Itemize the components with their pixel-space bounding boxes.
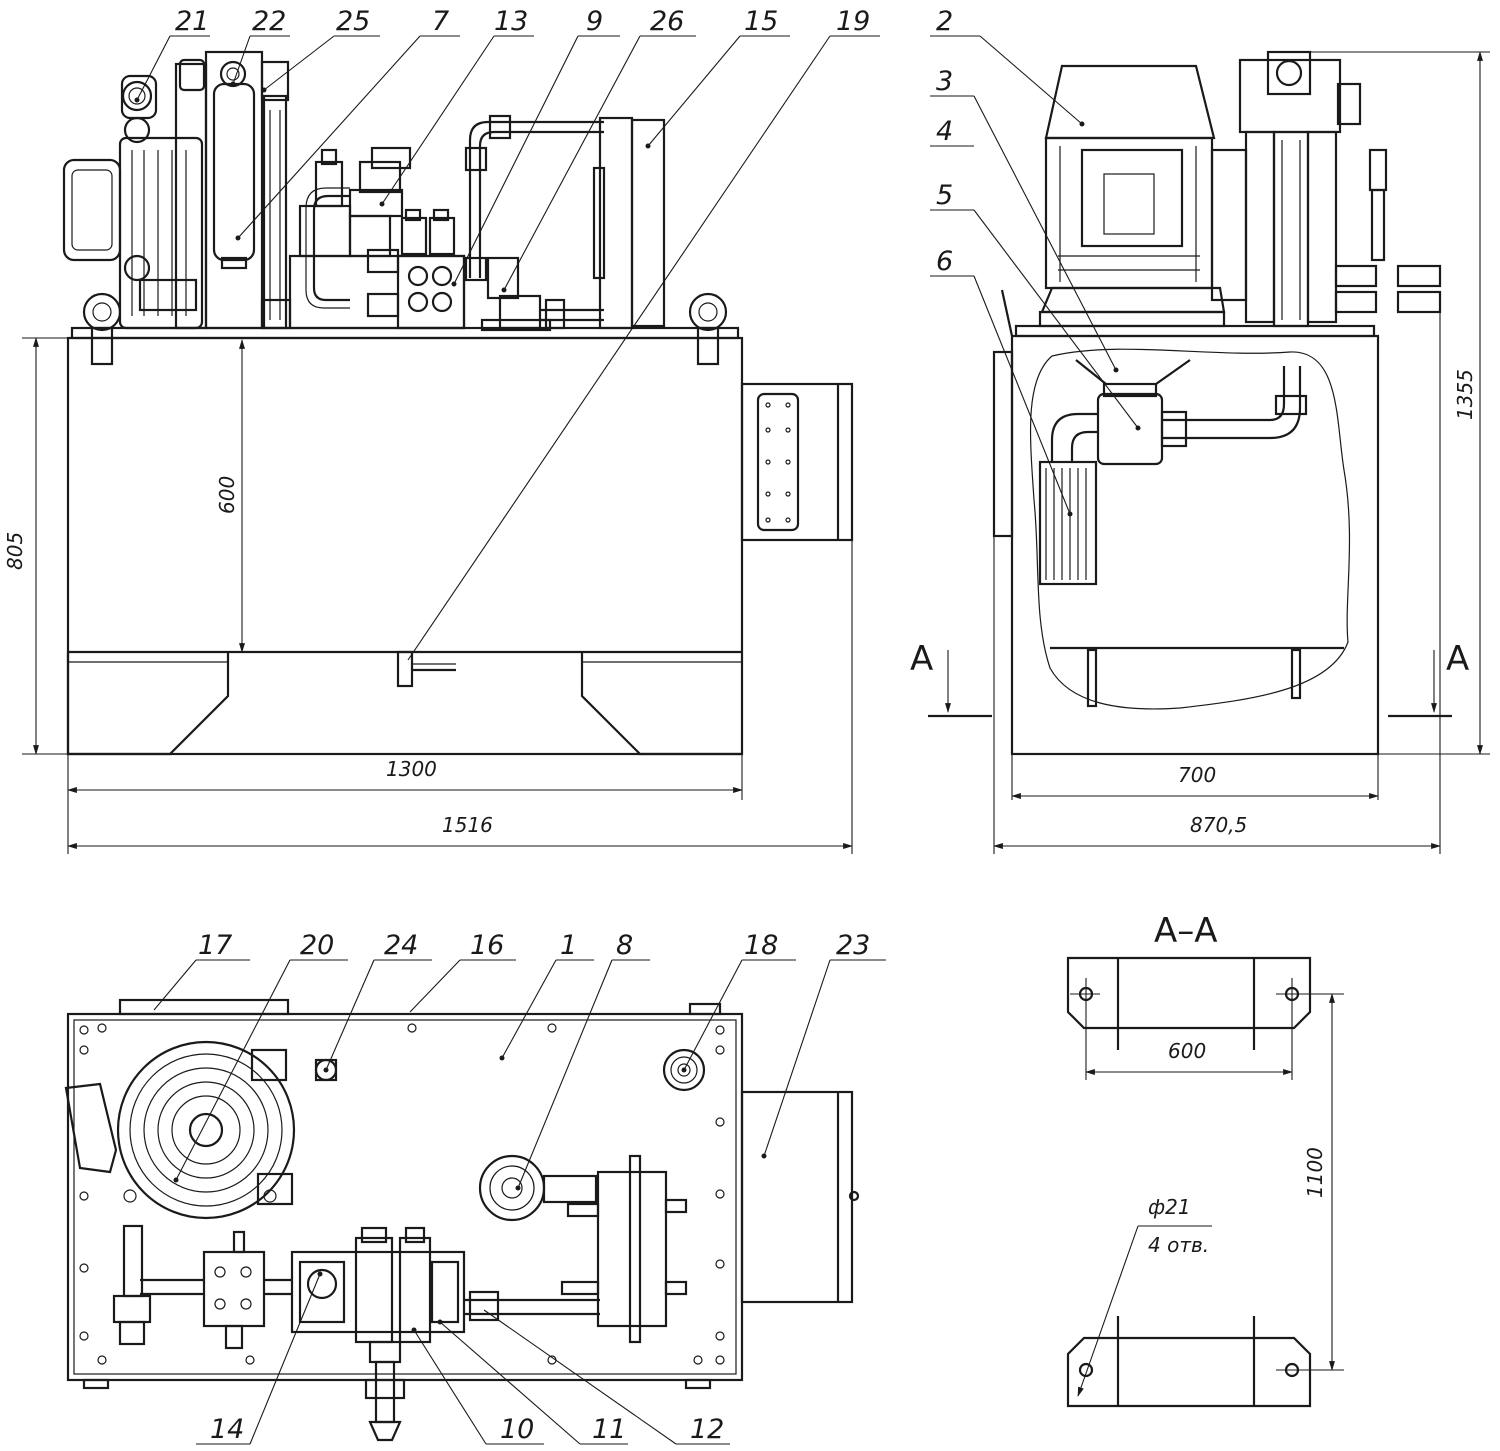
top-view bbox=[64, 998, 860, 1442]
dim-hole-count: 4 отв. bbox=[1148, 1233, 1209, 1257]
callout-9: 9 bbox=[586, 6, 603, 37]
callout-22: 22 bbox=[252, 6, 286, 37]
filter-front bbox=[204, 50, 292, 330]
dim-hole-diameter: ф21 bbox=[1148, 1195, 1191, 1219]
callout-7: 7 bbox=[432, 6, 449, 37]
side-dimensions: 1355 700 870,5 bbox=[993, 51, 1490, 854]
callout-26: 26 bbox=[650, 6, 684, 37]
valve-block-top bbox=[112, 1224, 292, 1350]
tank-body bbox=[66, 336, 744, 756]
cover-bolts bbox=[79, 1023, 725, 1365]
valve-manifold-front bbox=[288, 146, 466, 330]
valve-stack-side bbox=[1238, 50, 1442, 328]
front-view bbox=[62, 50, 854, 756]
top-callouts-upper: 17 20 24 16 1 8 18 23 bbox=[153, 930, 886, 1191]
dim-1355: 1355 bbox=[1453, 369, 1477, 420]
callout-20: 20 bbox=[300, 930, 334, 961]
breather-top bbox=[314, 1058, 338, 1082]
top-callouts-lower: 14 10 11 12 bbox=[196, 1271, 730, 1445]
callout-24: 24 bbox=[384, 930, 418, 961]
dim-600-front: 600 bbox=[215, 476, 239, 514]
section-title: A–A bbox=[1154, 911, 1218, 951]
foot-lower bbox=[1066, 1336, 1312, 1408]
section-markers: A A bbox=[910, 639, 1469, 718]
directional-valves-top bbox=[290, 1226, 466, 1442]
motor-front bbox=[62, 58, 208, 330]
callout-19: 19 bbox=[836, 6, 870, 37]
tank-side bbox=[1010, 334, 1380, 756]
callout-11: 11 bbox=[592, 1414, 626, 1445]
dim-1516: 1516 bbox=[442, 813, 493, 837]
callout-18: 18 bbox=[744, 930, 778, 961]
motor-fan-top bbox=[64, 1040, 296, 1220]
foot-upper bbox=[1066, 956, 1312, 1030]
callout-14: 14 bbox=[210, 1414, 244, 1445]
callout-6: 6 bbox=[936, 246, 953, 277]
lifting-eye-right bbox=[688, 292, 728, 366]
callout-12: 12 bbox=[690, 1414, 724, 1445]
dim-805: 805 bbox=[3, 532, 27, 570]
cooler-box bbox=[740, 382, 854, 542]
callout-21: 21 bbox=[175, 6, 209, 37]
callout-25: 25 bbox=[336, 6, 370, 37]
section-marker-right: A bbox=[1446, 639, 1469, 679]
callout-23: 23 bbox=[836, 930, 870, 961]
callout-5: 5 bbox=[936, 180, 953, 211]
filler-cap-top bbox=[662, 1048, 706, 1092]
callout-15: 15 bbox=[744, 6, 778, 37]
callout-1: 1 bbox=[560, 930, 577, 961]
motor-side bbox=[1038, 64, 1248, 328]
callout-10: 10 bbox=[500, 1414, 534, 1445]
pressure-gauge-icon bbox=[121, 80, 153, 112]
callout-17: 17 bbox=[198, 930, 232, 961]
section-marker-left: A bbox=[910, 639, 933, 679]
pipe-loop-front bbox=[464, 114, 666, 332]
dim-870-5: 870,5 bbox=[1190, 813, 1247, 837]
front-callouts: 21 22 25 7 13 9 26 15 19 bbox=[134, 6, 880, 661]
drain-valve bbox=[396, 650, 456, 688]
callout-3: 3 bbox=[936, 66, 953, 97]
cooler-top bbox=[740, 1090, 860, 1304]
callout-4: 4 bbox=[936, 116, 953, 147]
front-dimensions: 805 600 1300 1516 bbox=[3, 337, 853, 854]
return-filter-top bbox=[478, 1154, 688, 1344]
callout-8: 8 bbox=[616, 930, 633, 961]
dim-700: 700 bbox=[1178, 763, 1216, 787]
side-callouts: 2 3 4 5 6 bbox=[930, 6, 1141, 517]
side-view bbox=[992, 50, 1442, 756]
suction-strainer bbox=[1038, 359, 1308, 586]
callout-16: 16 bbox=[470, 930, 504, 961]
callout-13: 13 bbox=[494, 6, 528, 37]
dim-1300: 1300 bbox=[386, 757, 437, 781]
dim-1100: 1100 bbox=[1303, 1147, 1327, 1198]
dim-600-section: 600 bbox=[1168, 1039, 1206, 1063]
callout-2: 2 bbox=[936, 6, 953, 37]
section-a-a: A–A 600 1100 ф21 4 отв. bbox=[1066, 911, 1344, 1408]
